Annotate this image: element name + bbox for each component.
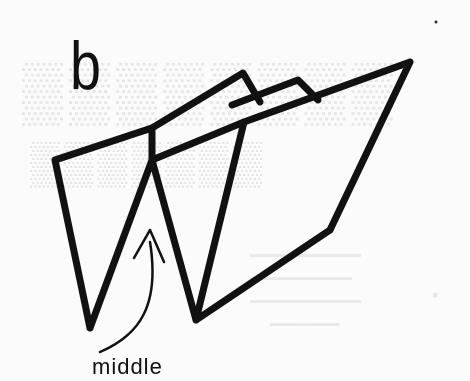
scan-speck xyxy=(435,21,438,24)
middle-panel-top-edge xyxy=(152,122,244,160)
bottom-caption: middle xyxy=(92,356,163,378)
arrow-icon xyxy=(100,230,164,352)
middle-fold-right xyxy=(152,160,196,320)
left-panel-outer-edge xyxy=(55,160,90,328)
figure-label: b xyxy=(70,32,101,100)
left-panel-top-edge xyxy=(55,128,152,160)
